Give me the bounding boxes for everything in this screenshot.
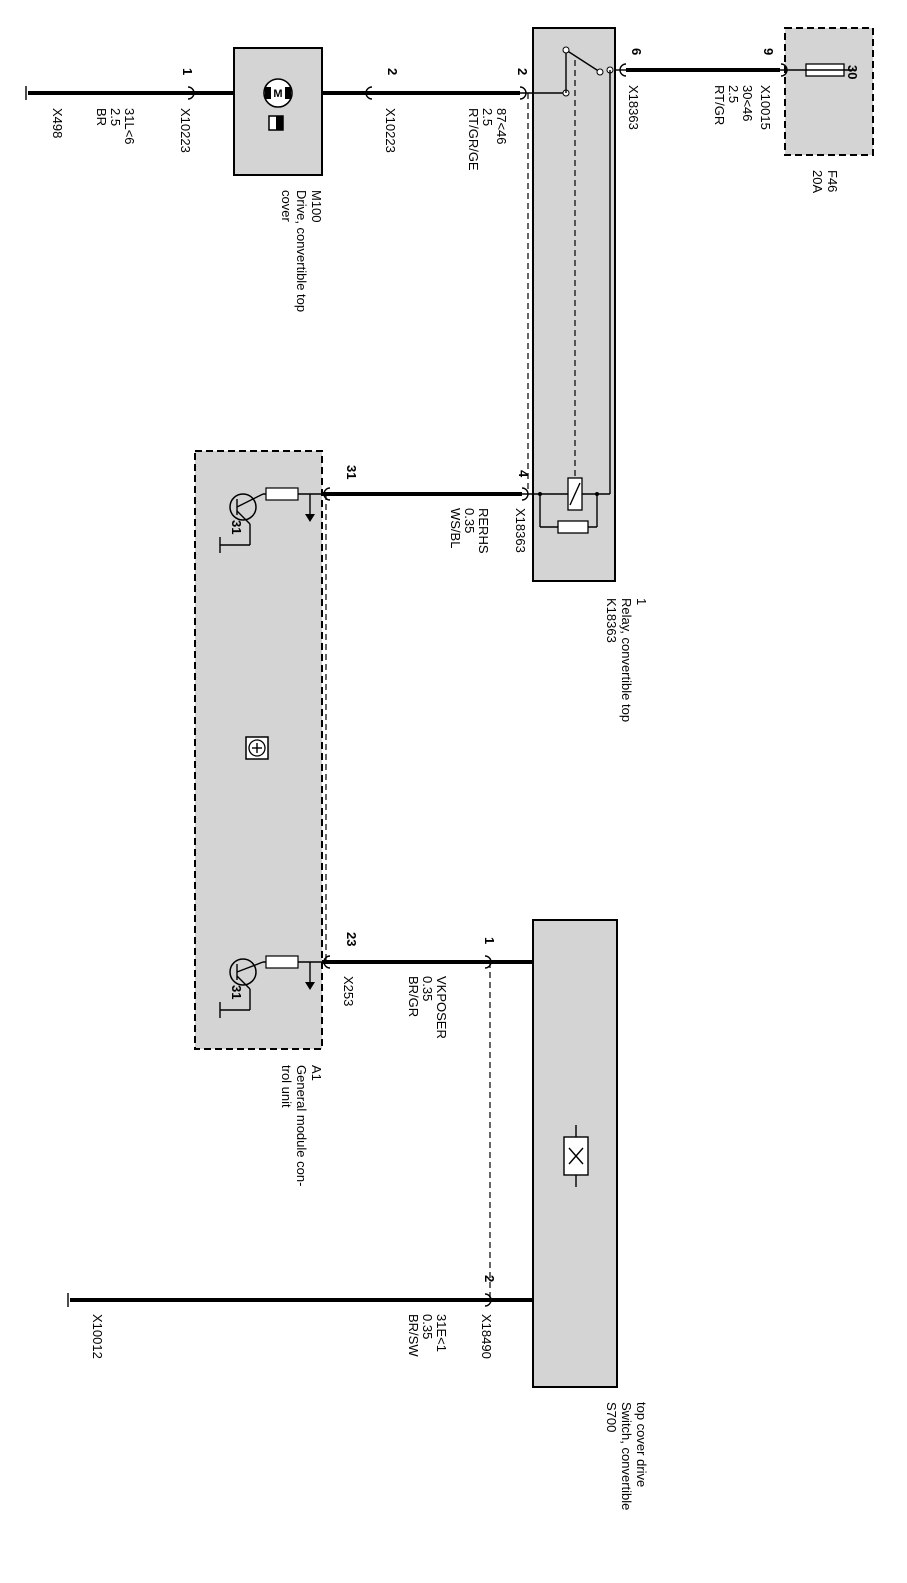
wire4-signal: VKPOSER bbox=[434, 976, 449, 1039]
wire1-pin-a: 2 bbox=[385, 68, 400, 75]
fuse-rating-label: 20A bbox=[810, 170, 825, 193]
relay-sub-label: 1 bbox=[634, 598, 649, 605]
wire1-conn-a: X10223 bbox=[383, 108, 398, 153]
module-symbol-icon bbox=[245, 736, 269, 760]
wire0-conn-b: X18363 bbox=[626, 85, 641, 130]
transistor-icon-b bbox=[219, 955, 322, 1018]
wire5-gauge: 0.35 bbox=[420, 1314, 435, 1339]
switch-symbol-icon bbox=[563, 1125, 589, 1187]
wire0-pin-b: 6 bbox=[629, 48, 644, 55]
fuse-terminal-label: 30 bbox=[845, 65, 860, 79]
switch-name2-label: top cover drive bbox=[634, 1402, 649, 1487]
wire0-conn-a: X10015 bbox=[758, 85, 773, 130]
drive-name2-label: cover bbox=[279, 190, 294, 222]
wire0-signal: 30<46 bbox=[740, 85, 755, 122]
wire1-pin-b: 2 bbox=[515, 68, 530, 75]
wire5-color: BR/SW bbox=[406, 1314, 421, 1357]
drive-m100-box bbox=[233, 47, 323, 176]
wire5-pin-a: 2 bbox=[482, 1275, 497, 1282]
wire5-conn-b: X10012 bbox=[90, 1314, 105, 1359]
relay-name-label: Relay, convertible top bbox=[619, 598, 634, 722]
wire0-gauge: 2.5 bbox=[726, 85, 741, 103]
wire2-color: BR bbox=[94, 108, 109, 126]
wire1-signal: 87<46 bbox=[494, 108, 509, 145]
gm-ground-b-label: 31 bbox=[229, 985, 244, 999]
wire3-pin-b: 31 bbox=[344, 465, 359, 479]
gm-ground-a-label: 31 bbox=[229, 520, 244, 534]
wire4-conn-b: X253 bbox=[341, 976, 356, 1006]
switch-id-label: S700 bbox=[604, 1402, 619, 1432]
transistor-icon-a bbox=[219, 487, 322, 553]
wire2-conn-b: X498 bbox=[50, 108, 65, 138]
gm-id-label: A1 bbox=[309, 1065, 324, 1081]
wire3-conn-a: X18363 bbox=[513, 508, 528, 553]
fuse-f46-box bbox=[784, 27, 874, 156]
wire4-gauge: 0.35 bbox=[420, 976, 435, 1001]
wire2-signal: 31L<6 bbox=[122, 108, 137, 145]
wire4-pin-a: 1 bbox=[482, 937, 497, 944]
drive-name-label: Drive, convertible top bbox=[294, 190, 309, 312]
wire5-conn-a: X18490 bbox=[479, 1314, 494, 1359]
wire3-signal: RERHS bbox=[476, 508, 491, 554]
fuse-id-label: F46 bbox=[825, 170, 840, 192]
motor-icon: M bbox=[263, 78, 293, 131]
wire2-pin-a: 1 bbox=[180, 68, 195, 75]
wire1-color: RT/GR/GE bbox=[466, 108, 481, 171]
gm-name-label: General module con- bbox=[294, 1065, 309, 1186]
svg-text:M: M bbox=[273, 88, 282, 100]
wire0-color: RT/GR bbox=[712, 85, 727, 125]
wire4-color: BR/GR bbox=[406, 976, 421, 1017]
wire3-pin-a: 4 bbox=[516, 470, 531, 478]
wire3-gauge: 0.35 bbox=[462, 508, 477, 533]
wire2-gauge: 2.5 bbox=[108, 108, 123, 126]
wire4-pin-b: 23 bbox=[344, 932, 359, 946]
wire3-color: WS/BL bbox=[448, 508, 463, 548]
relay-resistor-icon bbox=[557, 520, 589, 534]
drive-id-label: M100 bbox=[309, 190, 324, 223]
switch-name-label: Switch, convertible bbox=[619, 1402, 634, 1510]
wire2-conn-a: X10223 bbox=[178, 108, 193, 153]
gm-name2-label: trol unit bbox=[279, 1065, 294, 1108]
wire0-pin-a: 9 bbox=[761, 48, 776, 55]
relay-id-label: K18363 bbox=[604, 598, 619, 643]
wire1-gauge: 2.5 bbox=[480, 108, 495, 126]
wire5-signal: 31E<1 bbox=[434, 1314, 449, 1352]
